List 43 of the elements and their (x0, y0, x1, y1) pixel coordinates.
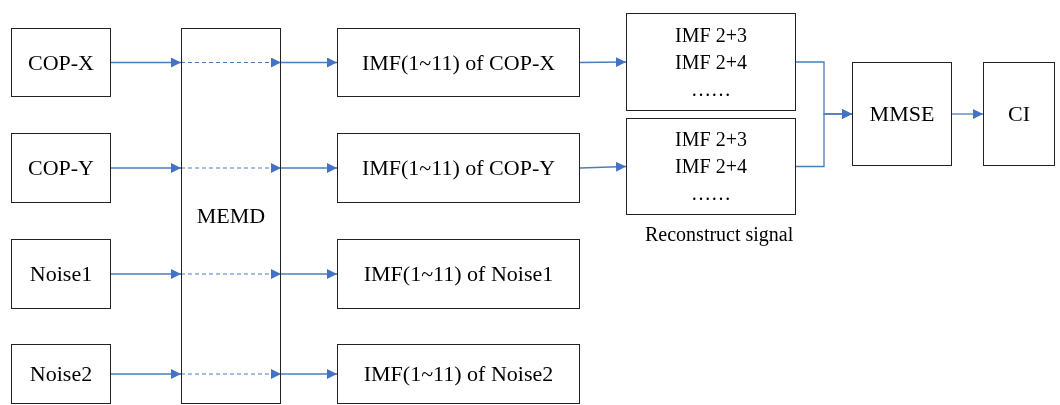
box-text: COP-Y (28, 155, 94, 181)
box-text: IMF 2+4 (675, 154, 747, 179)
box-text: IMF(1~11) of Noise1 (363, 261, 554, 287)
box-text: IMF(1~11) of Noise2 (363, 361, 554, 387)
process-box (983, 62, 1055, 166)
process-box (337, 28, 580, 97)
arrow (280, 163, 338, 173)
list-box (626, 13, 796, 111)
arrow (110, 57, 182, 68)
arrow (951, 109, 984, 119)
process-box (337, 344, 580, 404)
process-box (852, 62, 952, 166)
box-text: IMF 2+3 (675, 22, 747, 48)
arrow (280, 269, 338, 279)
arrow (280, 57, 338, 68)
box-text: IMF 2+4 (675, 49, 747, 75)
arrow (110, 369, 182, 379)
box-text: Noise1 (29, 261, 93, 287)
arrow (579, 57, 627, 68)
process-box (337, 239, 580, 309)
box-text: IMF 2+3 (675, 127, 747, 152)
box-text: IMF(1~11) of COP-X (361, 49, 556, 76)
list-box (626, 118, 796, 215)
box-text: COP-X (28, 49, 94, 76)
process-box (181, 28, 281, 404)
box-text: …… (691, 76, 731, 102)
box-text: IMF(1~11) of COP-Y (361, 155, 556, 181)
process-box (11, 239, 111, 309)
process-box (337, 133, 580, 203)
arrow (110, 269, 182, 279)
box-text: Noise2 (29, 361, 93, 387)
process-box (11, 133, 111, 203)
box-text: MMSE (869, 101, 935, 127)
box-text: …… (691, 181, 731, 206)
arrow (110, 163, 182, 173)
box-text: MEMD (196, 203, 266, 229)
arrow (579, 161, 627, 172)
process-box (11, 344, 111, 404)
process-box (11, 28, 111, 97)
arrow (795, 109, 853, 168)
arrow (280, 369, 338, 379)
box-text: CI (1008, 101, 1030, 127)
caption-text: Reconstruct signal (645, 223, 794, 246)
